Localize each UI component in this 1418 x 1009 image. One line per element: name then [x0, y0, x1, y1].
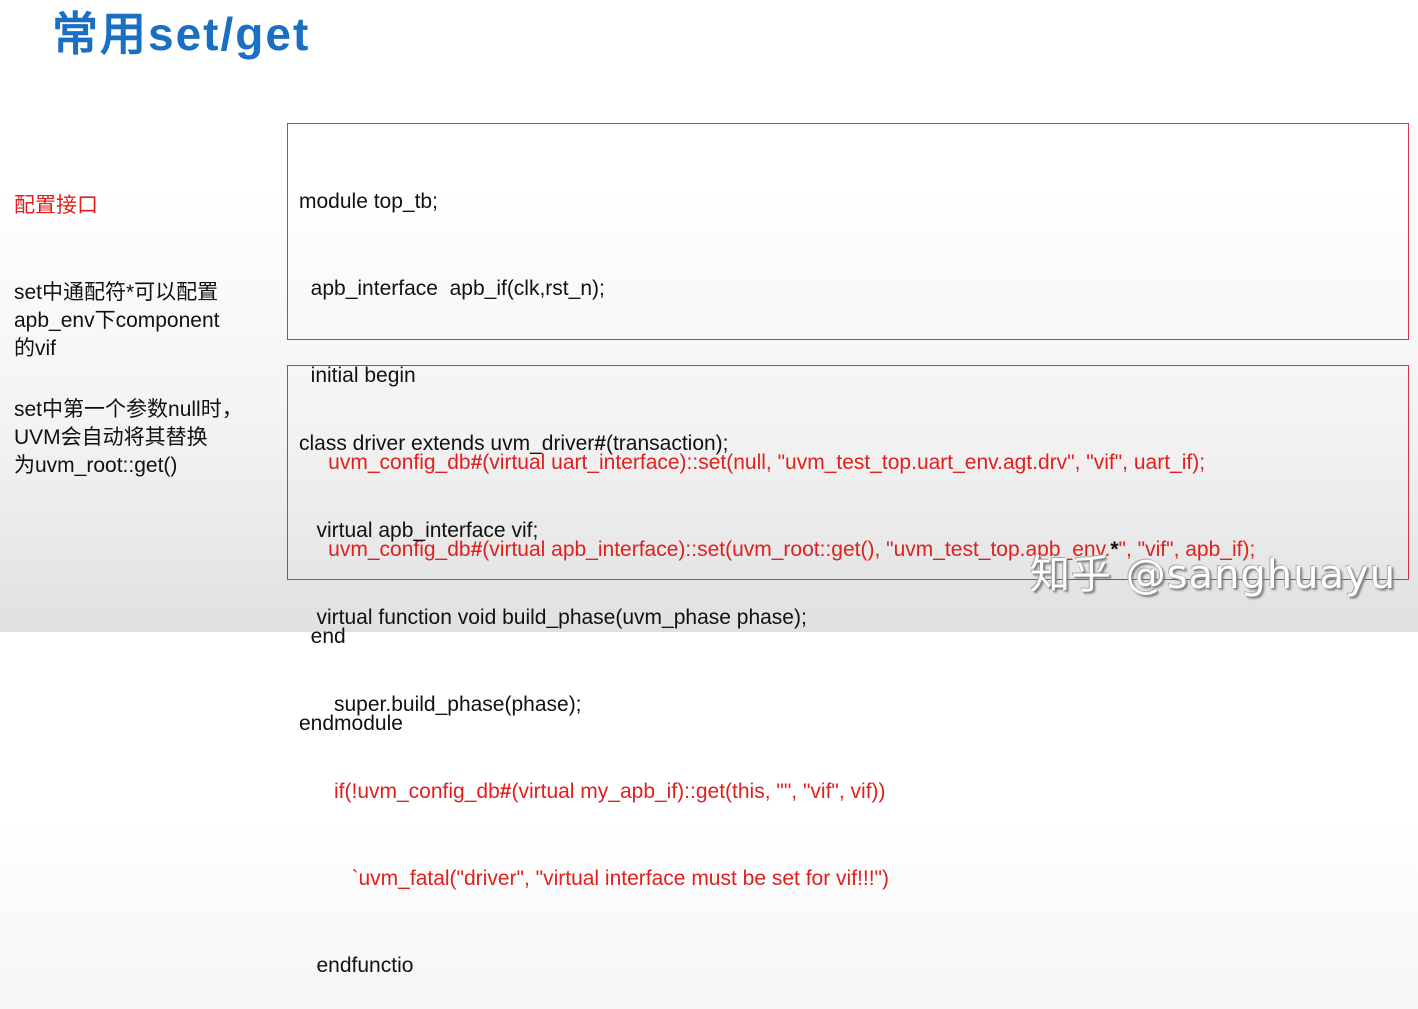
code-line-set-apb: uvm_config_db#(virtual apb_interface)::s…: [299, 535, 1408, 564]
note-config-interface: 配置接口: [14, 194, 98, 217]
code-text: uvm_config_db: [299, 451, 471, 474]
code-hash: #: [594, 432, 606, 455]
watermark: 知乎 @sanghuayu: [1030, 552, 1397, 598]
code-hash: #: [499, 780, 512, 803]
code-text: ", "vif", apb_if);: [1118, 538, 1256, 561]
code-line-set-uart: uvm_config_db#(virtual uart_interface)::…: [299, 448, 1408, 477]
note-null-line-1: set中第一个参数null时，: [14, 398, 243, 421]
note-wildcard-line-2: apb_env下component: [14, 309, 220, 332]
code-line: apb_interface apb_if(clk,rst_n);: [299, 277, 605, 300]
code-text: class driver extends uvm_driver: [299, 432, 595, 455]
code-line: endfunctio: [299, 954, 414, 977]
code-line: module top_tb;: [299, 190, 438, 213]
code-hash: #: [470, 451, 483, 474]
note-wildcard-line-3: 的vif: [14, 337, 56, 360]
code-text: uvm_config_db: [299, 538, 471, 561]
code-line-fatal: `uvm_fatal("driver", "virtual interface …: [299, 867, 890, 890]
note-null-line-3: 为uvm_root::get(): [14, 454, 178, 477]
code-line: initial begin: [299, 364, 416, 387]
note-wildcard-line-1: set中通配符*可以配置: [14, 281, 219, 304]
slide-title: 常用set/get: [52, 8, 311, 60]
code-block-top-tb: module top_tb; apb_interface apb_if(clk,…: [287, 123, 1409, 735]
code-line-get: if(!uvm_config_db#(virtual my_apb_if)::g…: [299, 777, 1408, 806]
code-line: virtual apb_interface vif;: [299, 519, 539, 542]
note-null-param: set中第一个参数null时， UVM会自动将其替换 为uvm_root::ge…: [14, 396, 243, 480]
note-wildcard: set中通配符*可以配置 apb_env下component 的vif: [14, 279, 219, 363]
code-text: (transaction);: [605, 432, 729, 455]
code-text: (virtual apb_interface)::set(uvm_root::g…: [482, 538, 1111, 561]
code-text: if(!uvm_config_db: [299, 780, 500, 803]
code-text: (virtual uart_interface)::set(null, "uvm…: [482, 451, 1206, 474]
code-wildcard-asterisk: *: [1110, 538, 1119, 561]
code-hash: #: [470, 538, 483, 561]
code-line: virtual function void build_phase(uvm_ph…: [299, 606, 807, 629]
code-text: (virtual my_apb_if)::get(this, "", "vif"…: [511, 780, 886, 803]
code-line-class-decl: class driver extends uvm_driver#(transac…: [299, 429, 1408, 458]
note-null-line-2: UVM会自动将其替换: [14, 426, 208, 449]
code-line: super.build_phase(phase);: [299, 693, 582, 716]
